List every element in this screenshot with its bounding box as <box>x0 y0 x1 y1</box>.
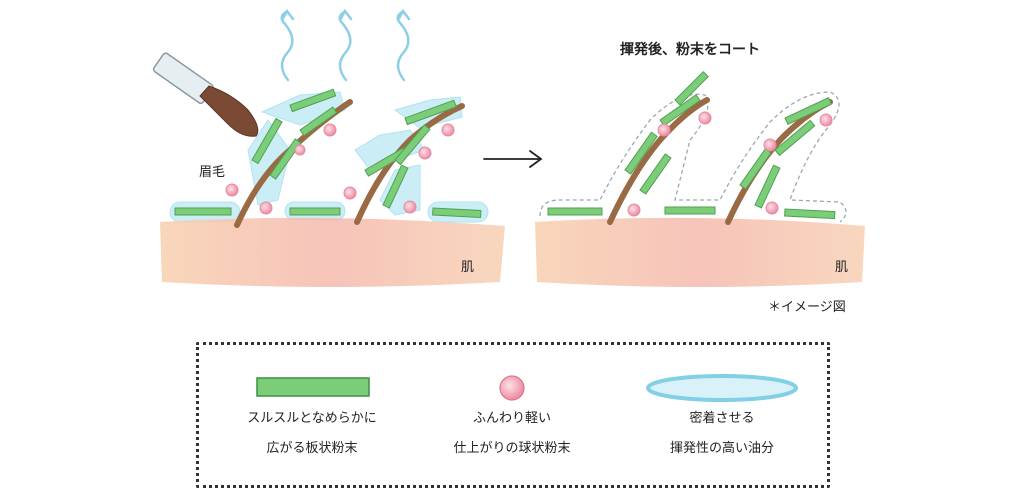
legend-item-sphere: ふんわり軽い 仕上がりの球状粉末 <box>422 404 602 464</box>
image-note: ＊イメージ図 <box>768 300 846 315</box>
oil-icon <box>646 374 798 402</box>
after-title: 揮発後、粉末をコート <box>620 42 760 58</box>
sphere-particles-left <box>225 123 455 215</box>
skin-left <box>160 217 505 287</box>
legend-item-plate: スルスルとなめらかに 広がる板状粉末 <box>222 404 402 464</box>
sphere-powder-icon <box>499 375 525 401</box>
right-arrow-icon <box>483 150 543 168</box>
plate-particles-right <box>547 71 836 220</box>
legend-line1: スルスルとなめらかに <box>247 411 377 426</box>
skin-label-right: 肌 <box>835 260 849 275</box>
sphere-particles-right <box>627 111 833 217</box>
legend-line2: 揮発性の高い油分 <box>669 441 774 456</box>
plate-particles-left <box>174 88 482 219</box>
left-panel <box>152 8 505 287</box>
legend-box <box>196 342 830 488</box>
legend-item-oil: 密着させる 揮発性の高い油分 <box>632 404 812 464</box>
vapor-icon <box>280 8 411 82</box>
legend-icons <box>256 374 798 402</box>
skin-right <box>535 217 865 287</box>
dashed-coating-outline <box>539 91 847 223</box>
brush-icon <box>152 52 259 137</box>
skin-label-left: 肌 <box>461 260 475 275</box>
legend-line2: 広がる板状粉末 <box>266 441 358 456</box>
legend-line1: ふんわり軽い <box>472 411 551 426</box>
plate-powder-icon <box>256 377 370 397</box>
brow-label: 眉毛 <box>199 165 226 180</box>
legend-line2: 仕上がりの球状粉末 <box>453 441 571 456</box>
right-panel <box>535 71 865 287</box>
legend-line1: 密着させる <box>689 411 755 426</box>
